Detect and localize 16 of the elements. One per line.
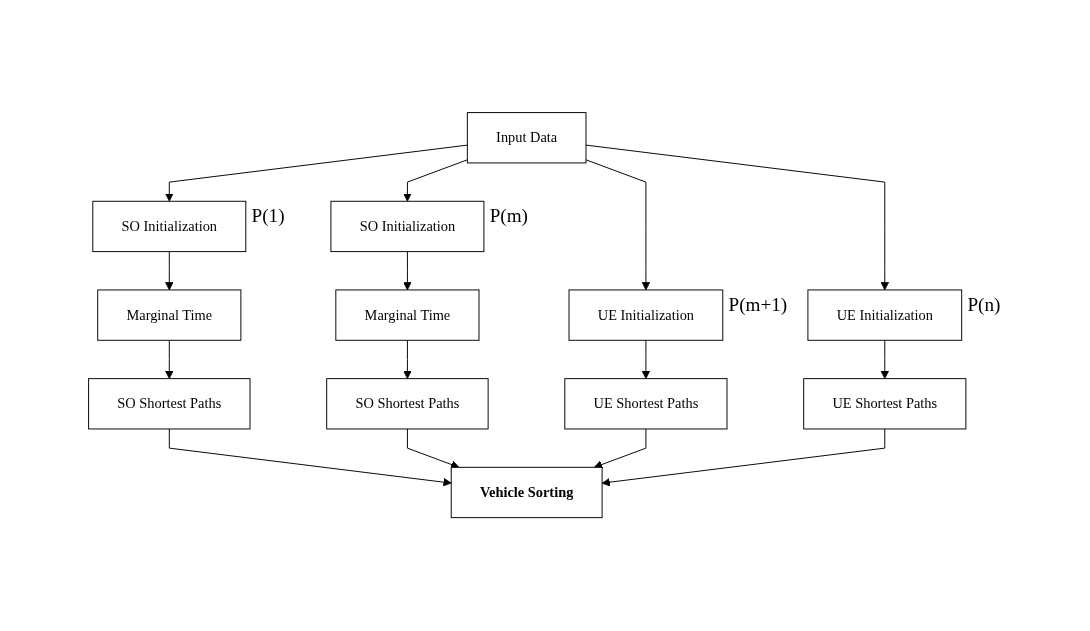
processor-label: P(m) <box>490 205 529 227</box>
node-box: Marginal Time <box>97 289 242 342</box>
node-box: Vehicle Sorting <box>451 467 604 519</box>
node-box: SO Initialization <box>330 201 485 253</box>
node-box: SO Initialization <box>92 201 247 253</box>
processor-label: P(m+1) <box>729 294 788 316</box>
node-box: UE Initialization <box>569 289 724 342</box>
processor-label: P(1) <box>252 205 285 227</box>
node-box: UE Shortest Paths <box>803 378 967 430</box>
node-box: UE Shortest Paths <box>564 378 728 430</box>
processor-label: P(n) <box>967 294 1001 316</box>
node-box: SO Shortest Paths <box>326 378 490 430</box>
node-box: UE Initialization <box>807 289 963 342</box>
node-box: SO Shortest Paths <box>88 378 251 430</box>
node-box: Marginal Time <box>335 289 480 342</box>
node-box: Input Data <box>467 112 587 164</box>
